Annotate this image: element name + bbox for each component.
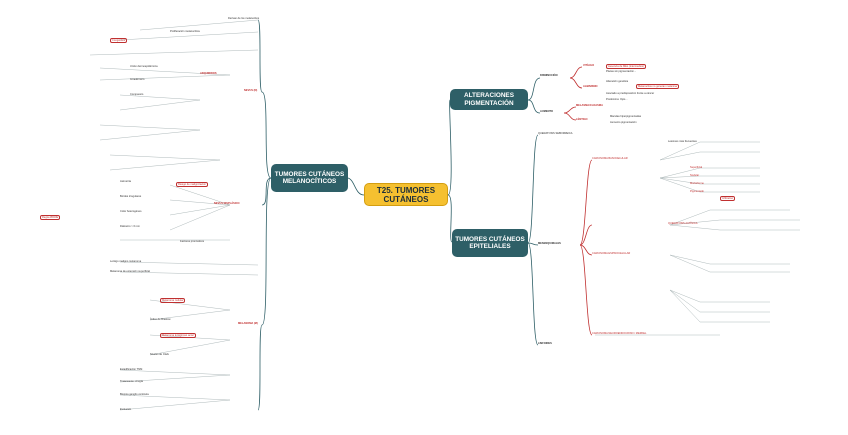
label-nevus-origen: Derivan de los melanocitos	[228, 17, 260, 20]
label-color: Color heterogéneo	[120, 210, 142, 213]
label-tnm: Estadificación TNM	[120, 368, 143, 371]
connector	[261, 91, 272, 179]
connector	[447, 99, 452, 196]
label-tratamiento: Tratamiento: cirugía	[120, 380, 143, 383]
connector	[347, 177, 365, 196]
label-ganglio-centinela: Biopsia ganglio centinela	[120, 393, 149, 396]
label-basocelular-nodular: Nodular	[690, 174, 700, 177]
label-asimetria: Asimetría	[120, 180, 131, 183]
connector	[527, 99, 541, 114]
label-albinismo-2: Melanocitos no generan melanina	[636, 84, 679, 89]
label-vitiligo-1: Ausencia de MEL (intermedios)	[606, 64, 647, 69]
connector	[579, 244, 593, 336]
label-extension-superficial: Melanoma de extensión superficial	[110, 270, 150, 273]
connector	[257, 19, 263, 93]
label-riesgo: Riesgo de malignización	[176, 182, 209, 187]
node-queratosis-actinica[interactable]: QUERATOSIS ACTÍNICA	[668, 222, 698, 225]
main-topic-epiteliales[interactable]: TUMORES CUTÁNEOS EPITELIALES	[452, 229, 528, 257]
label-breslow: Índice de Breslow	[150, 318, 171, 321]
node-melasma[interactable]: MELASMA/CLOASMA	[576, 104, 603, 107]
label-basocelular-infiltrativo: Infiltrativo	[720, 196, 736, 201]
label-albinismo-4: Predomina: Ojos...	[606, 98, 628, 101]
connector	[569, 66, 583, 79]
connector	[563, 106, 577, 114]
label-clark: Niveles de Clark	[150, 353, 169, 356]
label-albinismo-1: Alteración genética	[606, 80, 629, 83]
label-basocelular-1: Lesiones más frecuentes	[668, 140, 697, 143]
connector	[527, 242, 539, 346]
label-vitiligo-2: Placas sin pigmentación...	[606, 70, 637, 73]
label-diametro: Diámetro > 6 mm	[120, 225, 140, 228]
label-factores-pronosticos: Factores pronósticos	[180, 240, 205, 243]
node-congenitos[interactable]: Congénitos	[110, 38, 128, 43]
node-vitiligo[interactable]: VITÍLIGO	[583, 64, 595, 67]
central-topic[interactable]: T25. TUMORES CUTÁNEOS	[364, 183, 448, 206]
label-compuesto: Compuesto	[130, 93, 144, 96]
label-intradermico: Intradérmico	[130, 78, 145, 81]
label-nodular: Melanoma nodular	[160, 298, 186, 303]
label-lentiginoso-acral: Melanoma lentiginoso acral	[160, 333, 196, 338]
label-lentigo-maligno: Lentigo maligno melanoma	[110, 260, 142, 263]
node-carcinoma-neuroendocrino[interactable]: CARCINOMA NEUROENDOCRINO / MERKEL	[592, 332, 647, 335]
label-evolucion: Evolución	[120, 408, 132, 411]
node-adquiridos[interactable]: ADQUIRIDOS	[200, 72, 217, 75]
label-basocelular-superficial: Superficial	[690, 166, 703, 169]
connector	[569, 77, 583, 89]
connector	[563, 112, 577, 121]
branch-linfoides[interactable]: LINFOIDES	[538, 342, 552, 345]
connector	[527, 242, 539, 246]
connector	[579, 244, 593, 256]
main-topic-melanociticos[interactable]: TUMORES CUTÁNEOS MELANOCÍTICOS	[271, 164, 348, 192]
connector	[261, 177, 272, 326]
node-carcinoma-espinocelular[interactable]: CARCINOMA ESPINOCELULAR	[592, 252, 631, 255]
connector	[527, 134, 539, 244]
branch-melanoma[interactable]: MELANOMA (M)	[238, 322, 258, 325]
branch-nevus[interactable]: NEVUS (N)	[244, 89, 258, 92]
label-basocelular-morfeiforme: Morfeiforme	[690, 182, 704, 185]
label-albinismo-3: Asociado a predisposición frente a cánce…	[606, 92, 655, 95]
branch-mesenquimales[interactable]: MESENQUIMALES	[538, 242, 561, 245]
node-queratosis-seborreica[interactable]: QUERATOSIS SEBORREICA	[538, 132, 573, 135]
connector	[579, 224, 593, 246]
label-lentigo-2: Aumento pigmentación	[610, 121, 637, 124]
connector	[447, 194, 453, 243]
connector	[527, 77, 541, 101]
branch-disminucion[interactable]: DISMINUCIÓN	[540, 74, 558, 77]
connector	[257, 324, 263, 411]
label-abcde: Regla ABCDE	[40, 215, 61, 220]
branch-aumento[interactable]: AUMENTO	[540, 110, 554, 113]
branch-nevus-displasico[interactable]: NEVUS DISPLÁSICO	[214, 202, 240, 205]
label-nevus-proliferacion: Proliferación melanocítica	[170, 30, 200, 33]
node-albinismo[interactable]: ALBINISMO	[583, 85, 598, 88]
label-basocelular-pigmentado: Pigmentado	[690, 190, 704, 193]
node-lentigo[interactable]: LÉNTIGO	[576, 118, 588, 121]
label-lentigo-1: Máculas hiperpigmentadas	[610, 115, 641, 118]
label-union: Unión dermoepidérmica	[130, 65, 158, 68]
connector	[261, 177, 272, 206]
connector	[579, 159, 593, 246]
label-bordes: Bordes irregulares	[120, 195, 142, 198]
node-carcinoma-basocelular[interactable]: CARCINOMA BASOCELULAR	[592, 157, 628, 160]
main-topic-pigmentacion[interactable]: ALTERACIONES PIGMENTACIÓN	[450, 89, 528, 110]
